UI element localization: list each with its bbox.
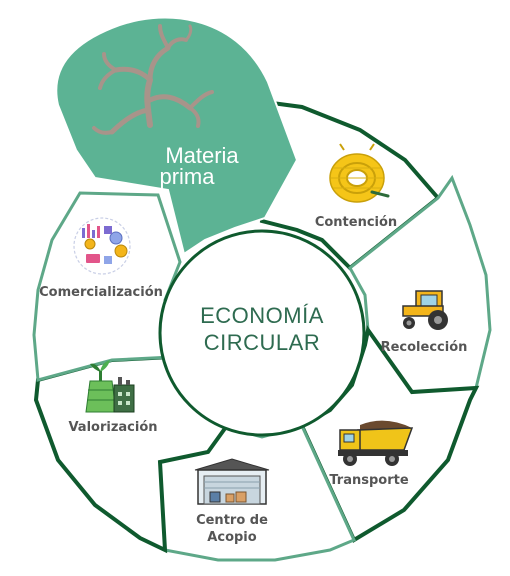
dump-truck-icon	[338, 420, 414, 466]
center-hub: ECONOMÍA CIRCULAR	[158, 229, 366, 437]
materia-prima-line1: Materia	[165, 143, 239, 168]
segment-materia-prima	[55, 16, 299, 256]
centro-acopio-line1: Centro de	[196, 513, 268, 528]
seaweed-icon	[92, 24, 214, 135]
factory-icon	[85, 360, 135, 413]
materia-prima-line2: prima	[159, 164, 215, 189]
center-title-line2: CIRCULAR	[204, 330, 320, 355]
warehouse-icon	[194, 458, 270, 505]
transporte-label: Transporte	[329, 473, 408, 488]
comercializacion-label: Comercialización	[39, 285, 163, 300]
recoleccion-label: Recolección	[381, 340, 468, 355]
tractor-icon	[402, 290, 448, 330]
valorizacion-label: Valorización	[68, 420, 157, 435]
centro-acopio-line2: Acopio	[207, 530, 256, 545]
commerce-icon	[73, 217, 131, 275]
center-title-line1: ECONOMÍA	[200, 303, 324, 328]
segment-recoleccion	[348, 174, 492, 394]
coiled-boom-icon	[329, 143, 390, 203]
contencion-label: Contención	[315, 215, 397, 230]
